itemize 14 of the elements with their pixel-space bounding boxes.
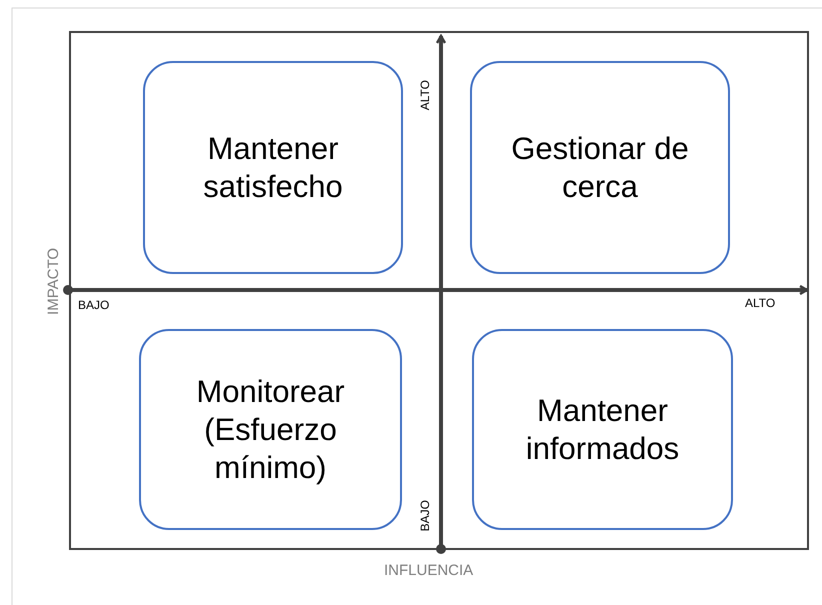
quadrant-box — [143, 61, 403, 274]
quadrant-label: Gestionar de cerca — [510, 130, 690, 206]
quadrant-box — [472, 329, 733, 530]
axis-label: BAJO — [78, 298, 110, 312]
quadrant-label: Mantener informados — [524, 392, 680, 468]
axis-title: INFLUENCIA — [384, 562, 474, 579]
axis-label: ALTO — [418, 80, 432, 110]
axis-title: IMPACTO — [45, 248, 62, 315]
axis-label: ALTO — [745, 296, 776, 310]
quadrant-label: Monitorear (Esfuerzo mínimo) — [195, 372, 346, 486]
quadrant-box — [470, 61, 730, 274]
axis-label: BAJO — [418, 500, 432, 532]
quadrant-label: Mantener satisfecho — [202, 130, 344, 206]
quadrant-box — [139, 329, 402, 530]
